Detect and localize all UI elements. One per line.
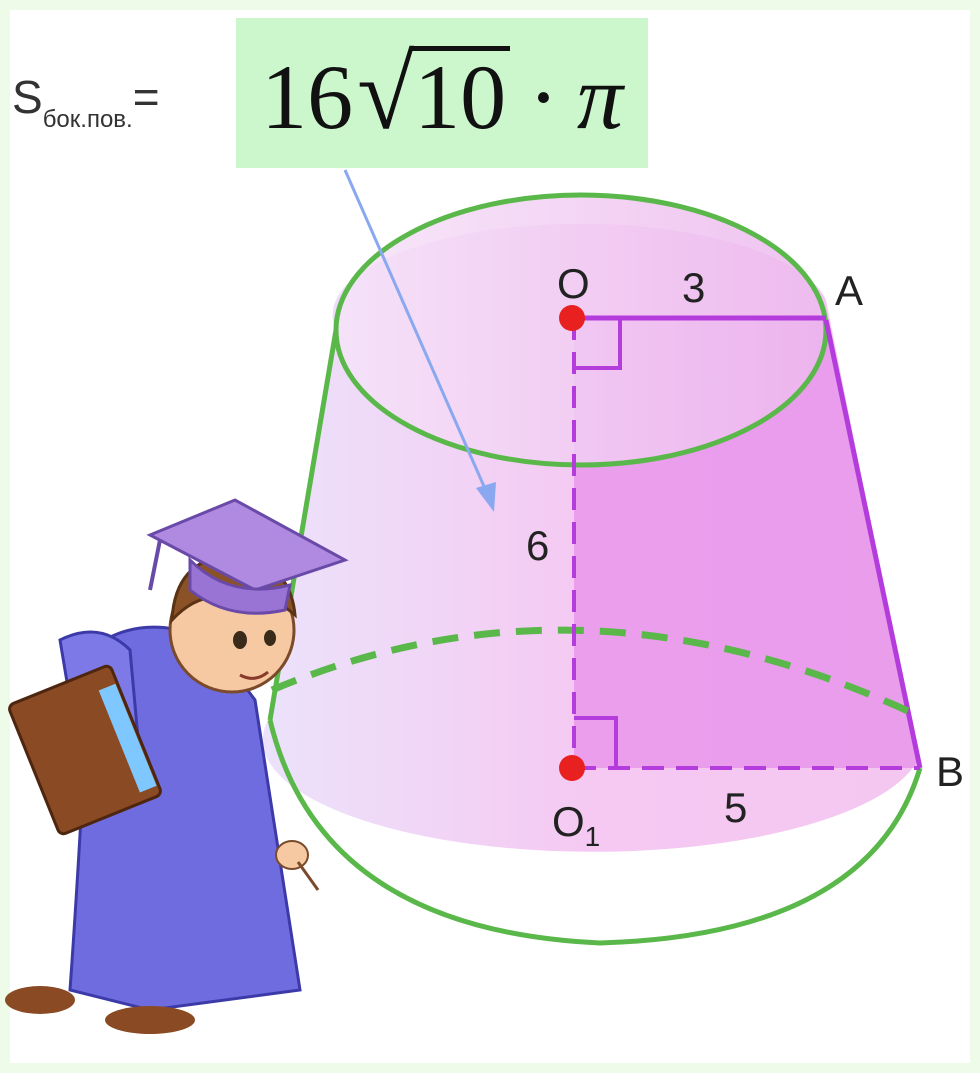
right-angle-bottom bbox=[574, 716, 618, 768]
formula-arrow-shaft bbox=[343, 169, 492, 501]
bottom-base-visible bbox=[267, 719, 923, 946]
formula-radicand: 10 bbox=[410, 45, 511, 143]
formula-result: 16 √ 10 · π bbox=[261, 34, 623, 153]
label-point-b: B bbox=[936, 748, 964, 795]
formula-coefficient: 16 bbox=[261, 45, 354, 148]
student-figure bbox=[5, 498, 349, 1034]
formula-lhs: Sбок.пов.= bbox=[12, 70, 160, 134]
label-bottom-radius: 5 bbox=[724, 784, 747, 831]
formula-lhs-symbol: S bbox=[12, 71, 43, 123]
label-top-radius: 3 bbox=[682, 264, 705, 311]
label-o1-sub: 1 bbox=[585, 821, 601, 852]
point-o1-marker bbox=[559, 755, 585, 781]
right-generator bbox=[823, 319, 923, 769]
formula-arrow-head bbox=[476, 482, 496, 512]
formula-pi: π bbox=[576, 45, 623, 148]
right-angle-top bbox=[574, 318, 622, 370]
formula-radical-sign: √ bbox=[357, 35, 415, 151]
formula-dot: · bbox=[528, 45, 559, 148]
label-point-a: A bbox=[835, 267, 863, 314]
point-o-marker bbox=[559, 305, 585, 331]
formula-equals: = bbox=[132, 71, 160, 123]
label-o1-base: O bbox=[552, 798, 585, 845]
bottom-base-hidden bbox=[270, 626, 912, 716]
label-point-o: O bbox=[557, 260, 590, 307]
formula-lhs-subscript: бок.пов. bbox=[42, 106, 133, 133]
top-base bbox=[333, 192, 829, 468]
label-point-o1: O1 bbox=[552, 798, 600, 852]
label-height: 6 bbox=[526, 522, 549, 569]
formula-box: 16 √ 10 · π bbox=[236, 18, 648, 168]
